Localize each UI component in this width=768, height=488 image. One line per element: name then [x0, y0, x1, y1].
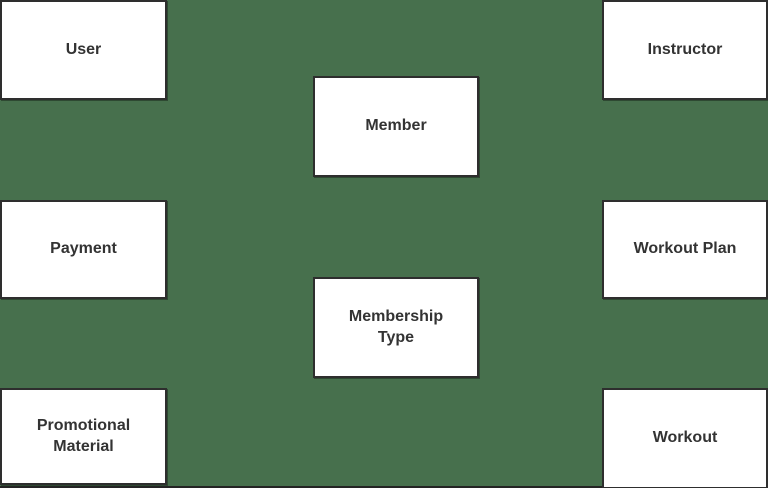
diagram-box-user[interactable]: User [0, 0, 167, 100]
box-label-workout-plan: Workout Plan [633, 240, 737, 258]
diagram-box-membership-type[interactable]: Membership Type [313, 277, 479, 378]
box-label-workout: Workout [652, 429, 718, 447]
box-label-promotional-material: Promotional Material [36, 416, 131, 455]
diagram-box-workout-plan[interactable]: Workout Plan [602, 200, 768, 299]
box-label-membership-type: Membership Type [348, 307, 444, 346]
box-label-user: User [65, 40, 102, 58]
diagram-box-workout[interactable]: Workout [602, 388, 768, 488]
box-label-member: Member [365, 117, 427, 135]
diagram-box-instructor[interactable]: Instructor [602, 0, 768, 100]
canvas-bottom-border [0, 486, 768, 488]
box-label-instructor: Instructor [647, 40, 723, 58]
diagram-box-payment[interactable]: Payment [0, 200, 167, 299]
diagram-box-promotional-material[interactable]: Promotional Material [0, 388, 167, 485]
box-label-payment: Payment [50, 240, 117, 258]
diagram-box-member[interactable]: Member [313, 76, 479, 177]
